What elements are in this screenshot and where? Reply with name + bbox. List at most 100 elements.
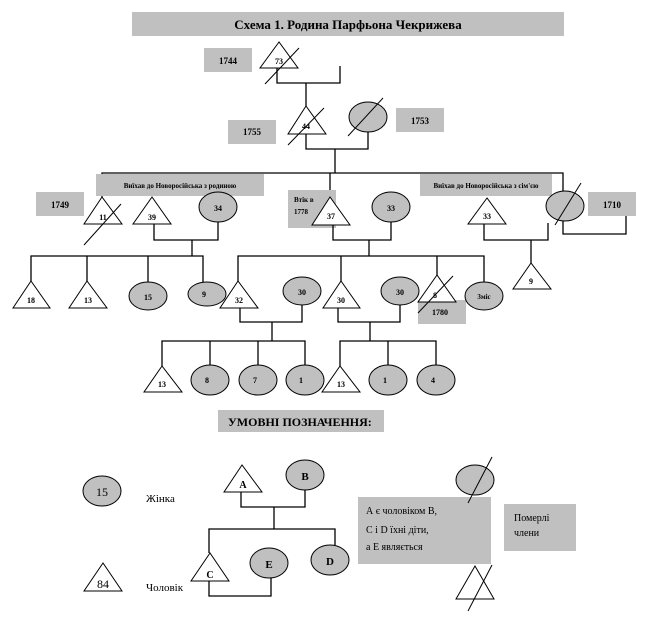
connector-line [237, 255, 485, 283]
female-symbol [187, 281, 227, 307]
male-symbol [417, 274, 457, 303]
deceased-slash-icon [83, 203, 122, 246]
person-age: 13 [337, 380, 345, 389]
male-symbol [132, 196, 172, 225]
female-symbol [368, 364, 408, 396]
female-symbol [464, 281, 504, 311]
female-symbol [348, 101, 388, 133]
year-label-box [396, 108, 444, 132]
female-symbol [416, 364, 456, 396]
person-age: 13 [84, 296, 92, 305]
male-symbol [322, 280, 361, 309]
male-symbol [311, 196, 351, 226]
legend-node-e [249, 547, 289, 579]
year-label-box [36, 192, 84, 216]
person-age: 1 [299, 376, 303, 385]
legend-node-e-label: E [265, 559, 272, 571]
person-age: 4 [431, 376, 435, 385]
person-age: 7 [253, 376, 257, 385]
deceased-slash-icon [347, 97, 384, 137]
title-box [132, 12, 564, 36]
connector-line [483, 223, 549, 241]
note-box [420, 174, 552, 196]
legend-node-b-label: B [301, 471, 309, 483]
male-symbol [12, 280, 51, 309]
legend-explain-line: а Е являється [366, 542, 423, 553]
connector-line [161, 340, 306, 366]
male-symbol [287, 105, 327, 135]
connector-line [276, 66, 341, 84]
female-symbol [238, 364, 278, 396]
female-symbol [190, 364, 230, 396]
year-label: 1755 [243, 127, 262, 137]
male-symbol [259, 41, 299, 69]
person-age: 13 [158, 380, 166, 389]
person-age: 30 [337, 296, 345, 305]
person-age: 37 [327, 212, 335, 221]
deceased-slash-icon [287, 107, 325, 146]
note-text: Виїхав до Новоросійська з сім'єю [433, 182, 539, 190]
legend-node-d [310, 544, 350, 576]
note-text: 1778 [294, 208, 309, 216]
connector-line [208, 528, 336, 553]
legend-title-box [218, 410, 384, 432]
person-age: 1 [383, 376, 387, 385]
male-symbol [512, 262, 553, 290]
legend-node-a-label: A [239, 480, 247, 491]
person-age: 9 [202, 290, 206, 299]
legend-deceased-box [504, 504, 576, 551]
legend-deceased-male-symbol [455, 564, 495, 600]
year-label: 1753 [411, 116, 430, 126]
person-age: 3міс [477, 293, 490, 301]
male-symbol [219, 280, 259, 309]
deceased-slash-icon [264, 47, 300, 85]
year-label: 1749 [51, 200, 70, 210]
connector-line [153, 222, 219, 241]
deceased-slash-icon [554, 182, 582, 226]
person-age: 11 [99, 213, 107, 222]
person-age: 34 [214, 204, 222, 213]
legend-explain-box [358, 497, 491, 564]
male-symbol [68, 280, 108, 309]
male-symbol [143, 365, 184, 393]
deceased-slash-icon [467, 456, 493, 504]
year-label: 1780 [432, 308, 448, 317]
female-symbol [545, 190, 585, 222]
note-text: Виїхав до Новоросійська з родиною [124, 182, 237, 190]
person-age: 32 [235, 296, 243, 305]
connector-line [562, 216, 627, 235]
connector-line [332, 222, 392, 241]
person-age: 30 [298, 288, 306, 297]
legend-node-d-label: D [326, 556, 334, 568]
legend-explain-line: А є чоловіком В, [366, 506, 437, 517]
legend-explain-line: C і D їхні діти, [366, 525, 429, 536]
deceased-slash-icon [417, 275, 454, 314]
legend-male-sample: 84 [97, 577, 109, 591]
legend-title: УМОВНІ ПОЗНАЧЕННЯ: [228, 415, 372, 429]
person-age: 73 [275, 57, 283, 66]
year-label-box [204, 48, 252, 72]
year-label-box [588, 192, 636, 216]
legend-male-symbol [83, 562, 123, 592]
person-age: 30 [396, 288, 404, 297]
legend-deceased-line: Померлі [514, 513, 550, 524]
connector-line [239, 305, 303, 323]
female-symbol [128, 281, 168, 311]
year-label: 1710 [603, 200, 622, 210]
year-label-box [228, 120, 276, 144]
legend-deceased-female-symbol [455, 464, 495, 496]
diagram-title: Схема 1. Родина Парфьона Чекрижева [234, 17, 462, 32]
person-age: 9 [529, 277, 533, 286]
male-symbol [321, 365, 362, 393]
legend-female-symbol [82, 475, 122, 507]
note-text: Втік в [294, 196, 314, 204]
deceased-slash-icon [467, 564, 493, 612]
legend-deceased-line: члени [514, 528, 540, 539]
connector-line [337, 305, 401, 323]
person-age: 15 [144, 293, 152, 302]
person-age: 18 [27, 296, 35, 305]
legend-node-c [190, 552, 230, 582]
legend-node-a [223, 464, 263, 493]
connector-line [208, 578, 272, 597]
